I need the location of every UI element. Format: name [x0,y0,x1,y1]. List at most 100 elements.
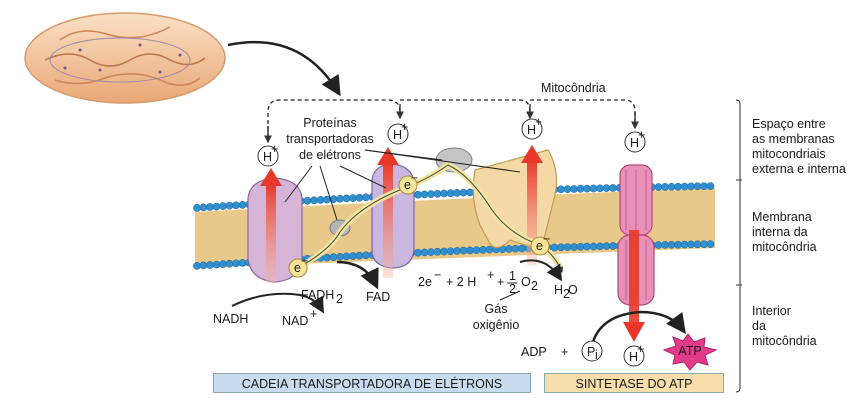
phospholipid-head [602,184,611,192]
phospholipid-head [596,184,604,193]
proteins-label-1: Proteínas [303,116,357,130]
svg-text:+: + [637,342,644,356]
phospholipid-head [700,240,708,249]
svg-text:+: + [638,128,645,142]
svg-text:H: H [527,123,536,137]
svg-text:O: O [568,283,578,297]
phospholipid-head [355,193,364,202]
svg-text:H: H [263,150,272,164]
mitochondrion-label: Mitocôndria [541,81,606,95]
phospholipid-head [674,182,682,191]
synthase-bar: SINTETASE DO ATP [544,373,724,393]
nad-superscript: + [310,307,317,321]
phospholipid-head [687,240,695,249]
phospholipid-head [472,246,481,254]
svg-text:H: H [629,350,638,364]
phospholipid-head [557,243,565,252]
phospholipid-head [349,194,357,202]
phospholipid-head [427,190,435,198]
phospholipid-head [440,247,448,256]
phospholipid-head [433,189,442,198]
phospholipid-head [570,243,578,251]
phospholipid-head [693,240,702,249]
svg-text:H: H [630,136,639,150]
svg-text:+: + [401,120,408,134]
nadh-label: NADH [213,312,248,326]
phospholipid-head [427,248,435,256]
phospholipid-head [310,196,318,205]
phospholipid-head [693,182,702,191]
phospholipid-head [193,262,201,270]
svg-text:+: + [271,142,278,156]
proton-badge-3: H + [521,115,543,140]
phospholipid-head [466,246,474,255]
phospholipid-head [433,247,442,256]
fadh-arrow [336,260,379,290]
nadh-arrow [231,292,325,314]
phospholipid-head [583,184,591,193]
phospholipid-head [446,189,455,198]
mitochondrion-illustration [24,12,226,104]
phospholipid-head [667,240,676,249]
phospholipid-head [342,194,351,203]
proton-flow-dashed [267,99,636,138]
chain-bar: CADEIA TRANSPORTADORA DE ELÉTRONS [213,373,531,393]
phospholipid-head [238,201,247,209]
phospholipid-head [414,190,422,199]
svg-text:P: P [587,345,595,359]
phospholipid-head [518,244,526,253]
water-label: H 2 O [554,283,578,301]
phospholipid-head [459,188,468,197]
phospholipid-head [342,252,351,261]
region-bracket [735,99,742,393]
phospholipid-head [238,259,247,267]
phospholipid-head [654,241,663,249]
phospholipid-head [674,240,682,249]
phospholipid-head [323,253,331,262]
phospholipid-head [706,182,715,190]
proteins-pointer-lines [284,149,521,221]
atp-starburst: ATP [662,333,718,371]
gas-label-2: oxigênio [473,318,520,332]
svg-text:H: H [554,283,563,297]
proton-badge-4: H + [624,128,646,153]
svg-text:−: − [301,254,308,268]
phosphate-badge: P i [581,340,603,362]
phospholipid-head [596,242,604,251]
region-intermembrane-label: Espaço entre as membranas mitocondriais … [752,117,846,176]
svg-text:−: − [434,268,441,282]
phospholipid-head [199,261,208,270]
region-inner-membrane-label: Membrana interna da mitocôndria [752,210,817,254]
proteins-label-2: transportadoras [286,132,374,146]
phospholipid-head [453,189,461,197]
svg-text:i: i [595,348,598,362]
svg-text:e: e [294,261,301,275]
adp-label: ADP [521,345,547,359]
adp-plus: + [561,345,568,359]
proton-badge-5: H + [623,342,645,367]
zoom-arrow [227,40,341,97]
phospholipid-head [232,201,240,210]
svg-text:+ 2 H: + 2 H [446,275,476,289]
phospholipid-head [362,251,370,260]
phospholipid-head [232,259,240,268]
proton-pump-arrows [260,145,645,342]
phospholipid-head [336,252,344,261]
svg-text:H: H [393,128,402,142]
gas-label-1: Gás [485,302,508,316]
fad-label: FAD [366,290,390,304]
svg-text:2: 2 [531,279,538,293]
svg-text:2: 2 [563,287,570,301]
phospholipid-head [680,182,689,191]
phospholipid-head [485,245,494,254]
phospholipid-head [212,260,221,269]
svg-text:1: 1 [509,269,516,283]
phospholipid-head [446,247,455,256]
phospholipid-head [225,259,234,268]
svg-text:+: + [535,115,542,129]
svg-text:e: e [404,178,411,192]
svg-text:2: 2 [509,282,516,296]
phospholipid-head [576,184,585,193]
phospholipid-head [479,246,487,254]
phospholipid-head [466,188,474,197]
